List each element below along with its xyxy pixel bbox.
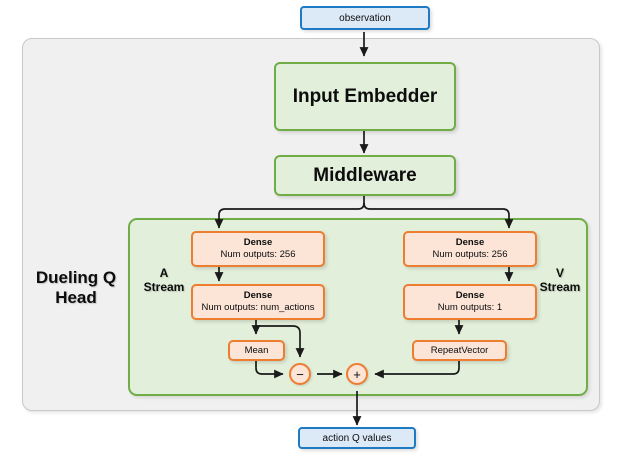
v-stream-repeat-vector-block[interactable]: RepeatVector: [412, 340, 507, 361]
block-middleware[interactable]: Middleware: [274, 155, 456, 196]
repeat-vector-label: RepeatVector: [430, 344, 489, 356]
action-q-values-label: action Q values: [322, 432, 392, 444]
a-stream-mean-block[interactable]: Mean: [228, 340, 285, 361]
a-stream-label-line1: A: [159, 266, 169, 280]
middleware-label: Middleware: [313, 164, 417, 186]
v-stream-label-line2: Stream: [539, 280, 581, 295]
output-node-action-q-values[interactable]: action Q values: [298, 427, 416, 449]
dueling-q-head-title: Dueling Q Head: [28, 268, 124, 308]
a-stream-dense-1-title: Dense: [243, 237, 273, 249]
input-node-observation[interactable]: observation: [300, 6, 430, 30]
input-embedder-label: Input Embedder: [292, 85, 438, 107]
v-stream-dense-2-outputs: Num outputs: 1: [437, 302, 503, 313]
v-stream-dense-2-title: Dense: [455, 290, 485, 302]
v-stream-dense-1-outputs: Num outputs: 256: [432, 249, 508, 260]
dueling-q-head-title-line2: Head: [55, 288, 97, 308]
add-operator-glyph: +: [353, 366, 361, 382]
a-stream-dense-2-title: Dense: [243, 290, 273, 302]
dueling-q-head-title-line1: Dueling Q: [35, 268, 117, 287]
a-stream-dense-2[interactable]: Dense Num outputs: num_actions: [191, 284, 325, 320]
v-stream-dense-1[interactable]: Dense Num outputs: 256: [403, 231, 537, 267]
v-stream-label-line1: V: [555, 266, 564, 280]
v-stream-dense-2[interactable]: Dense Num outputs: 1: [403, 284, 537, 320]
subtract-operator-glyph: −: [296, 366, 304, 382]
block-input-embedder[interactable]: Input Embedder: [274, 62, 456, 131]
v-stream-dense-1-title: Dense: [455, 237, 485, 249]
a-stream-label: A Stream: [138, 266, 190, 295]
a-stream-dense-2-outputs: Num outputs: num_actions: [201, 302, 315, 313]
a-stream-dense-1[interactable]: Dense Num outputs: 256: [191, 231, 325, 267]
add-operator-icon[interactable]: +: [346, 363, 368, 385]
a-stream-label-line2: Stream: [143, 280, 185, 295]
mean-label: Mean: [244, 344, 269, 356]
subtract-operator-icon[interactable]: −: [289, 363, 311, 385]
a-stream-dense-1-outputs: Num outputs: 256: [220, 249, 296, 260]
v-stream-label: V Stream: [534, 266, 586, 295]
observation-label: observation: [339, 12, 391, 24]
